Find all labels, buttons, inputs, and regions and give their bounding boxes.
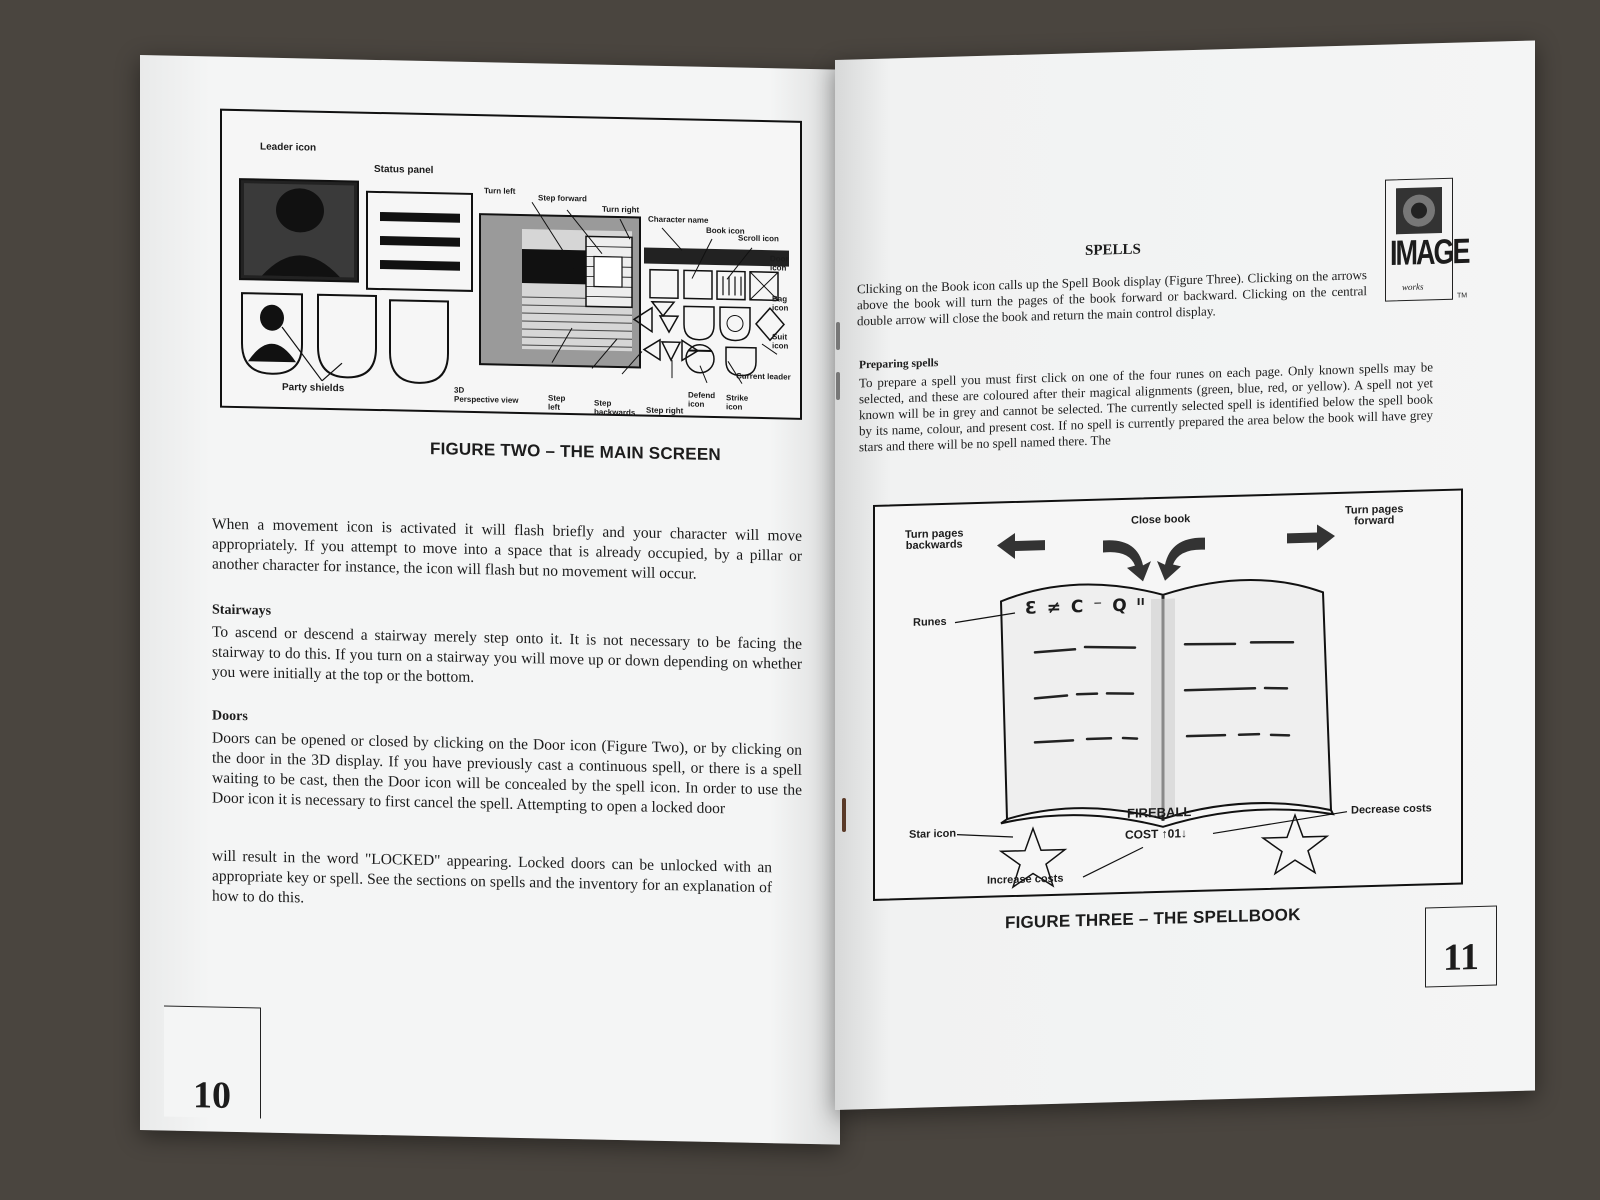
label-turn-left: Turn left	[484, 186, 516, 196]
figure-three-caption: FIGURE THREE – THE SPELLBOOK	[1005, 904, 1301, 933]
label-increase-costs: Increase costs	[987, 872, 1064, 887]
right-page: IMAGE works TM SPELLS Clicking on the Bo…	[835, 40, 1535, 1110]
doors-heading: Doors	[212, 708, 248, 725]
stairways-text: To ascend or descend a stairway merely s…	[212, 623, 802, 686]
label-step-right: Step right	[646, 405, 684, 416]
preparing-spells-text: To prepare a spell you must first click …	[859, 359, 1433, 455]
logo-subtext: works	[1402, 281, 1424, 293]
staple-top	[836, 322, 840, 350]
label-step-forward: Step forward	[538, 193, 587, 204]
doors-text: Doors can be opened or closed by clickin…	[212, 729, 802, 818]
label-star-icon: Star icon	[909, 827, 957, 841]
doors-text-continued: will result in the word "LOCKED" appeari…	[212, 847, 772, 907]
figure-two: Leader icon Status panel Turn left Step …	[220, 108, 802, 420]
logo-emblem-icon	[1396, 187, 1442, 235]
logo-wordmark: IMAGE	[1390, 231, 1469, 273]
label-close-book: Close book	[1131, 513, 1191, 527]
label-status-panel: Status panel	[374, 163, 434, 177]
stairways-heading: Stairways	[212, 602, 272, 619]
figure-two-caption: FIGURE TWO – THE MAIN SCREEN	[430, 439, 721, 465]
turn-backwards-arrow-icon	[997, 532, 1045, 559]
main-screen-diagram	[239, 178, 789, 384]
label-door-icon: Door icon	[770, 254, 789, 273]
page-number-left: 10	[164, 1005, 261, 1119]
label-turn-right: Turn right	[602, 204, 640, 215]
page-number-right: 11	[1425, 905, 1497, 988]
label-step-left: Step left	[548, 393, 566, 412]
spell-name: FIREBALL	[1127, 804, 1192, 821]
turn-forward-arrow-icon	[1287, 524, 1335, 551]
trademark-mark: TM	[1457, 292, 1468, 300]
label-strike-icon: Strike icon	[726, 393, 749, 412]
spells-heading: SPELLS	[1085, 241, 1141, 260]
spellbook-diagram	[954, 524, 1348, 889]
staple-bottom	[842, 798, 846, 832]
label-character-name: Character name	[648, 214, 709, 225]
spells-text: Clicking on the Book icon calls up the S…	[857, 267, 1367, 329]
figure-three: Turn pages backwards Close book Turn pag…	[873, 488, 1463, 901]
movement-paragraph: When a movement icon is activated it wil…	[212, 515, 802, 583]
label-leader-icon: Leader icon	[260, 141, 317, 154]
rune-glyphs: Ɛ ≠ C ⁻ Q ᐦ	[1025, 595, 1147, 619]
label-step-backwards: Step backwards	[594, 398, 636, 418]
label-decrease-costs: Decrease costs	[1351, 802, 1432, 817]
staple-mid	[836, 372, 840, 400]
label-turn-pages-backwards: Turn pages backwards	[905, 527, 964, 553]
label-defend-icon: Defend icon	[688, 390, 716, 409]
label-suit-icon: Suit icon	[772, 332, 789, 351]
star-icon	[998, 826, 1068, 889]
image-works-logo: IMAGE works	[1385, 177, 1469, 302]
label-scroll-icon: Scroll icon	[738, 233, 779, 244]
left-page: Leader icon Status panel Turn left Step …	[140, 55, 840, 1145]
spell-cost: COST ↑01↓	[1125, 826, 1188, 842]
label-party-shields: Party shields	[282, 381, 345, 395]
label-turn-pages-forward: Turn pages forward	[1345, 503, 1404, 528]
label-runes: Runes	[913, 615, 947, 629]
label-current-leader: Current leader	[736, 371, 791, 382]
preparing-spells-heading: Preparing spells	[859, 357, 939, 372]
label-bag-icon: Bag icon	[772, 294, 789, 313]
label-3d-perspective-view: 3D Perspective view	[454, 385, 519, 405]
close-book-arrow-icon	[1103, 540, 1151, 582]
